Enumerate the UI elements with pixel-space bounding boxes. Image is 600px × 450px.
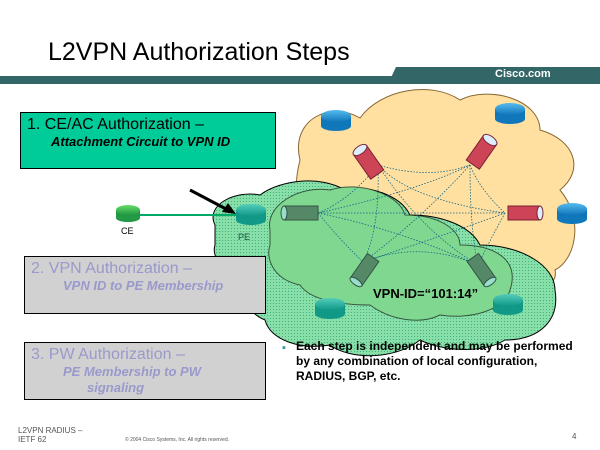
footer-line-2: IETF 62 bbox=[18, 435, 47, 444]
step-3-subheading-line2: signaling bbox=[87, 380, 145, 395]
pseudowire-tunnel-icon bbox=[465, 133, 498, 170]
step-1-box: 1. CE/AC Authorization – Attachment Circ… bbox=[20, 112, 276, 169]
router-icon bbox=[315, 298, 345, 319]
ce-router-icon bbox=[116, 205, 140, 222]
pseudowire-tunnel-icon bbox=[280, 205, 319, 221]
vpn-cloud-inner bbox=[268, 186, 513, 321]
header-bar bbox=[0, 76, 600, 84]
bullet-text: Each step is independent and may be perf… bbox=[296, 339, 573, 383]
ce-label: CE bbox=[121, 226, 134, 236]
brand-label: Cisco.com bbox=[495, 68, 551, 80]
arrow-icon bbox=[189, 188, 236, 214]
router-icon bbox=[557, 203, 587, 224]
router-icon bbox=[493, 294, 523, 315]
pseudowire-tunnel-icon bbox=[507, 205, 544, 221]
slide-title: L2VPN Authorization Steps bbox=[48, 38, 350, 66]
step-2-box: 2. VPN Authorization – VPN ID to PE Memb… bbox=[24, 256, 266, 314]
footer-line-1: L2VPN RADIUS – bbox=[18, 426, 83, 435]
step-1-heading: 1. CE/AC Authorization – bbox=[27, 116, 204, 133]
pseudowire-tunnel-icon bbox=[352, 143, 385, 180]
step-2-subheading: VPN ID to PE Membership bbox=[63, 278, 224, 293]
router-icon bbox=[495, 103, 525, 124]
footer-event: L2VPN RADIUS – IETF 62 bbox=[18, 426, 82, 444]
pseudowire-tunnel-icon bbox=[349, 252, 380, 288]
vpn-id-label: VPN-ID=“101:14” bbox=[373, 286, 479, 301]
step-1-subheading: Attachment Circuit to VPN ID bbox=[51, 134, 231, 149]
pe-label: PE bbox=[238, 232, 251, 242]
step-2-heading: 2. VPN Authorization – bbox=[31, 260, 192, 277]
step-3-box: 3. PW Authorization – PE Membership to P… bbox=[24, 342, 266, 400]
pe-router-icon bbox=[236, 204, 266, 225]
pseudowire-mesh bbox=[317, 164, 506, 266]
bullet-icon: ▪ bbox=[282, 342, 286, 354]
pseudowire-tunnel-icon bbox=[466, 252, 497, 288]
step-3-heading: 3. PW Authorization – bbox=[31, 346, 185, 363]
copyright: © 2004 Cisco Systems, Inc. All rights re… bbox=[125, 437, 230, 443]
step-3-subheading-line1: PE Membership to PW bbox=[63, 364, 201, 379]
router-icon bbox=[321, 110, 351, 131]
page-number: 4 bbox=[572, 432, 577, 441]
